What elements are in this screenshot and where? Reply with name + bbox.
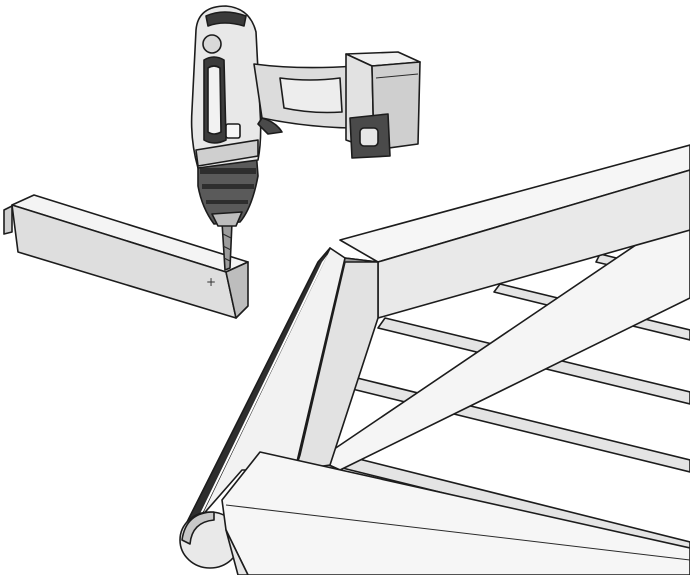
grip-texture	[279, 77, 343, 114]
drill-bit-flute-2	[222, 245, 232, 251]
bottom-rail-front-face	[225, 529, 249, 575]
drill-housing	[190, 5, 262, 169]
outer-stile-end-shade	[181, 511, 215, 545]
frame-structure	[179, 144, 690, 575]
chuck-ring-2	[202, 184, 254, 189]
drill-bit-flute-1	[222, 233, 232, 239]
cordless-drill	[190, 5, 421, 271]
chuck-ring-1	[200, 168, 256, 174]
housing-vent	[205, 11, 247, 27]
housing-side-window	[207, 65, 222, 135]
bottom-rail-top-face	[221, 451, 690, 575]
chuck-ring-3	[206, 200, 248, 204]
top-rail-top-face	[339, 144, 690, 263]
drill-handle	[253, 63, 359, 135]
clutch-collar	[195, 139, 259, 167]
bottom-rail-edge	[225, 504, 690, 561]
trigger	[257, 117, 283, 135]
outer-stile-highlight	[196, 254, 328, 522]
battery-pack	[345, 51, 421, 159]
torque-label	[225, 123, 241, 139]
block-end-face	[225, 261, 249, 319]
wooden-block: +	[3, 194, 249, 319]
block-dowel	[3, 205, 13, 235]
drill-mark: +	[206, 275, 216, 289]
direction-switch-button	[202, 34, 222, 54]
chuck-tip	[211, 211, 243, 227]
drill-bit-flute-3	[223, 257, 231, 262]
battery-seam	[375, 73, 419, 79]
bottom-rail	[221, 451, 690, 575]
drill-chuck	[197, 149, 259, 227]
battery-release-button	[359, 127, 379, 147]
